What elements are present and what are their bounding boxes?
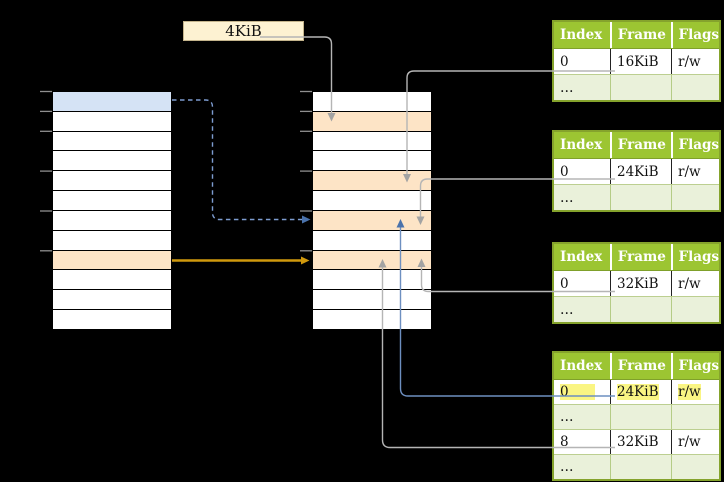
table-cell: 16KiB (610, 49, 671, 74)
table-cell (671, 405, 719, 429)
table-cell (610, 185, 671, 210)
table-row: … (554, 296, 719, 322)
middle-memory-row-orange (313, 111, 431, 132)
table-row: … (554, 184, 719, 210)
table-cell: 24KiB (610, 159, 671, 184)
table-cell: 0 (554, 380, 610, 404)
column-header-index: Index (554, 132, 610, 158)
table-cell: … (560, 459, 574, 475)
table-cell (610, 405, 671, 429)
table-cell (610, 297, 671, 322)
middle-memory-column (312, 91, 432, 330)
column-header-index: Index (554, 22, 610, 48)
left-memory-row-orange (53, 250, 171, 271)
column-header-flags: Flags (670, 244, 719, 270)
table-cell: r/w (671, 159, 719, 184)
table-cell: r/w (671, 430, 719, 454)
left-memory-row-plain (53, 210, 171, 231)
table-cell (610, 455, 671, 479)
middle-memory-row-plain (313, 230, 431, 251)
table-cell (671, 455, 719, 479)
column-header-index: Index (554, 353, 610, 379)
middle-memory-row-plain (313, 191, 431, 211)
middle-memory-row-plain (313, 131, 431, 152)
table-cell: 8 (560, 434, 569, 450)
column-header-frame: Frame (609, 244, 671, 270)
left-memory-row-plain (53, 270, 171, 291)
table-cell: … (560, 189, 574, 206)
frame-size-label-text: 4KiB (225, 22, 262, 40)
table-cell: … (560, 79, 574, 96)
highlighted-value: 24KiB (617, 384, 659, 400)
table-cell (671, 185, 719, 210)
middle-memory-row-orange (313, 250, 431, 271)
table-cell (671, 297, 719, 322)
table-cell: r/w (671, 380, 719, 404)
left-column-address-ticks (40, 90, 52, 252)
table-row: … (554, 454, 719, 479)
left-memory-row-plain (53, 111, 171, 132)
middle-memory-row-plain (313, 151, 431, 172)
column-header-flags: Flags (670, 22, 719, 48)
highlighted-value: 0 (560, 384, 595, 400)
column-header-frame: Frame (609, 22, 671, 48)
table-cell: … (560, 301, 574, 318)
frame-size-label: 4KiB (183, 21, 304, 41)
column-header-index: Index (554, 244, 610, 270)
highlighted-value: r/w (678, 384, 701, 400)
left-memory-row-plain (53, 310, 171, 329)
middle-memory-row-plain (313, 290, 431, 311)
table-cell: 0 (560, 53, 569, 70)
middle-memory-row-plain (313, 270, 431, 291)
column-header-frame: Frame (609, 132, 671, 158)
column-header-flags: Flags (670, 353, 719, 379)
table-row: 0 24KiB r/w (554, 379, 719, 404)
left-memory-row-plain (53, 191, 171, 211)
left-memory-column (52, 91, 172, 330)
middle-memory-row-plain (313, 310, 431, 329)
table-cell: 0 (560, 275, 569, 292)
middle-memory-row-orange (313, 210, 431, 231)
left-memory-row-plain (53, 290, 171, 311)
middle-memory-row-plain (313, 92, 431, 112)
table-cell: 32KiB (610, 271, 671, 296)
left-memory-row-plain (53, 151, 171, 172)
table-cell: … (560, 409, 574, 425)
table-cell: r/w (671, 49, 719, 74)
column-header-flags: Flags (670, 132, 719, 158)
table-cell (671, 75, 719, 100)
left-memory-row-plain (53, 171, 171, 192)
table-row: … (554, 404, 719, 429)
left-memory-row-plain (53, 131, 171, 152)
left-memory-row-blue (53, 92, 171, 112)
table-row: … (554, 74, 719, 100)
column-header-frame: Frame (609, 353, 671, 379)
table-cell: 0 (560, 163, 569, 180)
middle-memory-row-orange (313, 171, 431, 192)
table-cell (610, 75, 671, 100)
table-cell: 24KiB (610, 380, 671, 404)
middle-column-address-ticks (300, 90, 312, 252)
table-cell: r/w (671, 271, 719, 296)
connector-blue-row-translation-dashed (172, 99, 311, 224)
table-cell: 32KiB (610, 430, 671, 454)
left-memory-row-plain (53, 230, 171, 251)
